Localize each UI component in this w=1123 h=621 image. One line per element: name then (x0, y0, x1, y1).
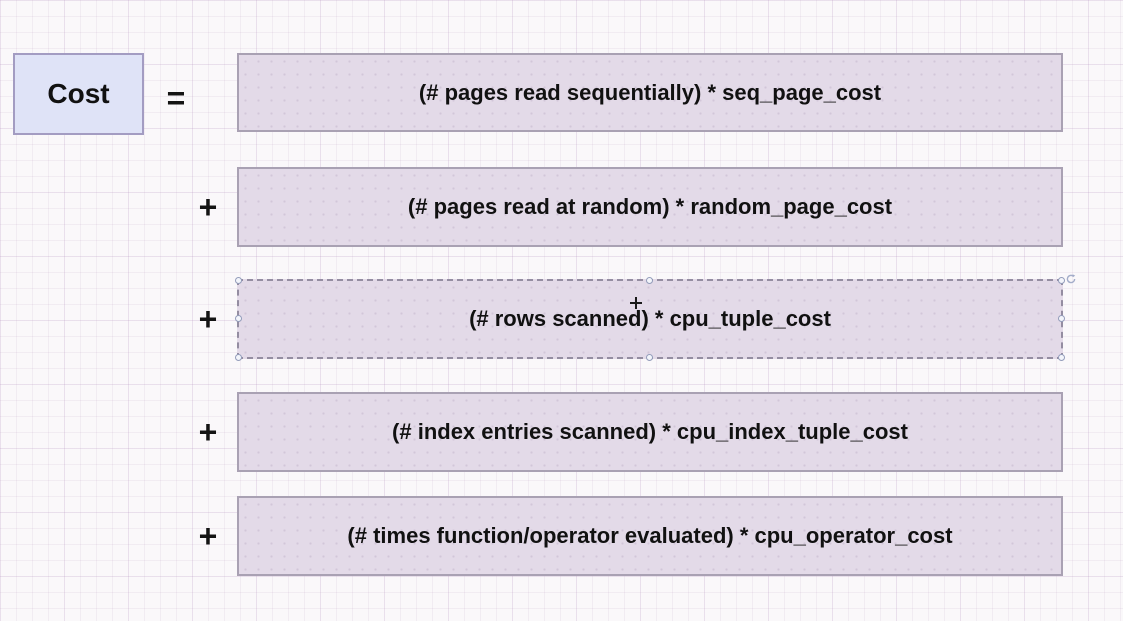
plus-sign-1[interactable]: + (198, 189, 218, 225)
plus-sign-4[interactable]: + (198, 518, 218, 554)
selection-handle-ne[interactable] (1058, 277, 1065, 284)
cost-shape[interactable]: Cost (13, 53, 144, 135)
cost-label: Cost (47, 78, 110, 109)
term-label: (# times function/operator evaluated) * … (347, 523, 953, 548)
selection-handle-nw[interactable] (235, 277, 242, 284)
selection-handle-e[interactable] (1058, 315, 1065, 322)
term-shape-cpu-tuple-cost[interactable]: (# rows scanned) * cpu_tuple_cost (235, 274, 1076, 361)
selection-handle-sw[interactable] (235, 354, 242, 361)
selection-handle-s[interactable] (646, 354, 653, 361)
equals-sign[interactable]: = (166, 80, 186, 116)
rotate-icon[interactable] (1065, 265, 1077, 284)
selection-handle-w[interactable] (235, 315, 242, 322)
selection-handle-n[interactable] (646, 277, 653, 284)
plus-sign-2[interactable]: + (198, 301, 218, 337)
term-shape-cpu-index-tuple-cost[interactable]: (# index entries scanned) * cpu_index_tu… (237, 392, 1063, 472)
crosshair-cursor-icon (630, 297, 642, 309)
term-label: (# pages read at random) * random_page_c… (407, 194, 893, 219)
term-label: (# index entries scanned) * cpu_index_tu… (392, 419, 908, 444)
plus-sign-3[interactable]: + (198, 414, 218, 450)
term-shape-seq-page-cost[interactable]: (# pages read sequentially) * seq_page_c… (237, 53, 1063, 132)
selection-handle-se[interactable] (1058, 354, 1065, 361)
term-shape-cpu-operator-cost[interactable]: (# times function/operator evaluated) * … (237, 496, 1063, 576)
term-label: (# pages read sequentially) * seq_page_c… (418, 79, 882, 105)
term-shape-random-page-cost[interactable]: (# pages read at random) * random_page_c… (237, 167, 1063, 247)
term-label: (# rows scanned) * cpu_tuple_cost (469, 306, 831, 331)
